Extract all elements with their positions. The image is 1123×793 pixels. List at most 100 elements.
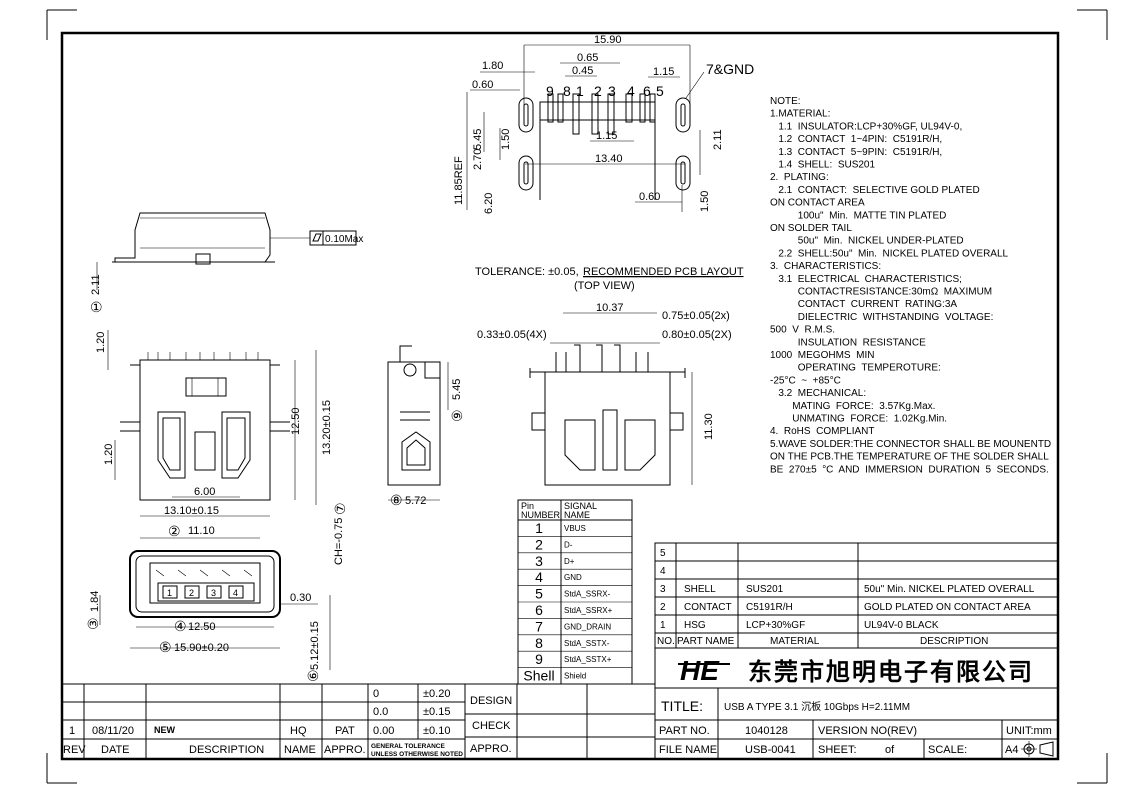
company-logo: HE xyxy=(680,655,720,686)
note-line: 5.WAVE SOLDER:THE CONNECTOR SHALL BE MOU… xyxy=(770,439,1051,450)
front-pin-4: 4 xyxy=(233,588,238,598)
signal-name: StdA_SSRX- xyxy=(564,590,611,599)
projection-symbol xyxy=(1021,741,1054,757)
pin-head-1: Pin xyxy=(521,501,534,511)
pin-num-2: 2 xyxy=(594,83,602,99)
bom-no: 2 xyxy=(660,602,666,613)
pcb-layout: TOLERANCE: ±0.05, RECOMMENDED PCB LAYOUT… xyxy=(475,266,744,486)
top-pin-view: 15.90 0.65 0.45 1.80 0.60 1.15 7&GND 9 8… xyxy=(453,34,754,214)
sig-head-1: SIGNAL xyxy=(564,501,597,511)
side-view: 5.45 ⑨ ⑧ 5.72 xyxy=(387,345,465,508)
dim-270: 2.70 xyxy=(472,149,484,170)
signal-name: StdA_SSTX+ xyxy=(564,655,612,664)
dim-1250: 12.50 xyxy=(290,407,302,435)
tol-2: 0.00 xyxy=(373,725,394,737)
dim-150-left: 1.50 xyxy=(500,129,512,150)
side-profile: 0.10Max 2.11 ① xyxy=(90,212,363,315)
tol-0-val: ±0.20 xyxy=(423,688,450,700)
callout-5: ⑤ xyxy=(159,639,172,655)
note-line: CONTACT CURRENT RATING:3A xyxy=(770,299,957,310)
note-line: 1.3 CONTACT 5~9PIN: C5191R/H, xyxy=(770,147,942,158)
rev-row-name: HQ xyxy=(290,725,307,737)
dim-184: 1.84 xyxy=(89,591,101,612)
bom-desc: GOLD PLATED ON CONTACT AREA xyxy=(864,602,1031,613)
rev-head-name: NAME xyxy=(284,744,316,756)
signal-name: D+ xyxy=(564,557,575,566)
file-label: FILE NAME xyxy=(659,744,717,756)
bom-part: HSG xyxy=(684,620,706,631)
bom-head-part: PART NAME xyxy=(677,636,735,647)
corner-marks xyxy=(46,9,1108,784)
dim-545: 5.45 xyxy=(472,129,484,150)
note-line: ON CONTACT AREA xyxy=(770,198,865,209)
pin-num-5: 5 xyxy=(656,83,664,99)
bom-material: SUS201 xyxy=(746,584,784,595)
design-label: DESIGN xyxy=(470,695,512,707)
pin-number: 2 xyxy=(535,536,543,552)
note-line: DIELECTRIC WITHSTANDING VOLTAGE: xyxy=(770,312,993,323)
note-line: 2.1 CONTACT: SELECTIVE GOLD PLATED xyxy=(770,185,980,196)
dim-ch: CH=-0.75 xyxy=(333,518,345,565)
pin-num-1: 1 xyxy=(576,83,584,99)
note-line: ON THE PCB.THE TEMPERATURE OF THE SOLDER… xyxy=(770,452,1049,463)
front-view: ② 11.10 1 2 3 4 ③ 1.84 0.30 ④ 12.50 ⑤ 15… xyxy=(85,502,348,682)
pin-number: 8 xyxy=(535,635,543,651)
dim-1310: 13.10±0.15 xyxy=(164,505,219,517)
signal-name: StdA_SSRX+ xyxy=(564,606,613,615)
bom-no: 4 xyxy=(660,566,666,577)
pin-num-9: 9 xyxy=(546,83,554,99)
dim-120-b: 1.20 xyxy=(103,444,115,465)
dim-211-side: 2.11 xyxy=(90,274,102,295)
rev-row-desc: NEW xyxy=(154,725,176,735)
signal-name: D- xyxy=(564,540,573,549)
dim-1110: 11.10 xyxy=(188,525,215,537)
note-line: 100u" Min. MATTE TIN PLATED xyxy=(770,210,946,221)
pin-num-3: 3 xyxy=(608,83,616,99)
note-line: 50u" Min. NICKEL UNDER-PLATED xyxy=(770,236,964,247)
dim-1250-front: 12.50 xyxy=(188,621,216,633)
note-line: 2. PLATING: xyxy=(770,172,829,183)
signal-name: GND xyxy=(564,573,582,582)
unit-label: UNIT:mm xyxy=(1006,725,1052,737)
revision-block: 0 ±0.20 0.0 ±0.15 0.00 ±0.10 GENERAL TOL… xyxy=(61,683,656,760)
note-line: NOTE: xyxy=(770,96,801,107)
note-line: BE 270±5 °C AND IMMERSION DURATION 5 SEC… xyxy=(770,464,1049,475)
note-line: CONTACTRESISTANCE:30mΩ MAXIMUM xyxy=(770,287,992,298)
check-label: CHECK xyxy=(472,720,511,732)
note-line: 3.1 ELECTRICAL CHARACTERISTICS; xyxy=(770,274,962,285)
bom-head-material: MATERIAL xyxy=(770,636,820,647)
dim-030: 0.30 xyxy=(290,592,311,604)
dim-512: 5.12±0.15 xyxy=(309,621,321,670)
sig-head-2: NAME xyxy=(564,510,590,520)
front-pin-1: 1 xyxy=(167,588,172,598)
callout-9: ⑨ xyxy=(449,409,465,422)
dim-1320: 13.20±0.15 xyxy=(321,400,333,455)
top-pins xyxy=(547,93,656,135)
paper-size: A4 xyxy=(1005,744,1018,756)
bom-desc: 50u" Min. NICKEL PLATED OVERALL xyxy=(864,584,1035,595)
top-body-view: 1.20 1.20 6.00 13.10±0.15 12.50 13.20±0.… xyxy=(95,330,333,517)
dim-060-top: 0.60 xyxy=(472,79,493,91)
file-name-value: USB-0041 xyxy=(745,744,796,756)
dim-1590-front: 15.90±0.20 xyxy=(174,642,229,654)
note-line: 3.2 MECHANICAL: xyxy=(770,388,866,399)
dim-flatness: 0.10Max xyxy=(325,234,363,245)
bom-part: SHELL xyxy=(684,584,716,595)
dim-045: 0.45 xyxy=(572,65,593,77)
note-line: 1.MATERIAL: xyxy=(770,109,830,120)
note-line: 500 V R.M.S. xyxy=(770,325,835,336)
callout-6: ⑥ xyxy=(305,669,321,682)
signal-name: VBUS xyxy=(564,524,586,533)
pin-number: 1 xyxy=(535,520,543,536)
signal-name: Shield xyxy=(564,672,586,681)
note-line: UNMATING FORCE: 1.02Kg.Min. xyxy=(770,414,947,425)
tolerance-line: TOLERANCE: ±0.05, xyxy=(475,266,579,278)
callout-7: ⑦ xyxy=(332,502,348,515)
rev-row-date: 08/11/20 xyxy=(92,725,134,737)
sheet-of: of xyxy=(885,744,895,756)
rev-row-appro: PAT xyxy=(335,725,355,737)
callout-3: ③ xyxy=(85,617,101,630)
signal-name: StdA_SSTX- xyxy=(564,639,610,648)
